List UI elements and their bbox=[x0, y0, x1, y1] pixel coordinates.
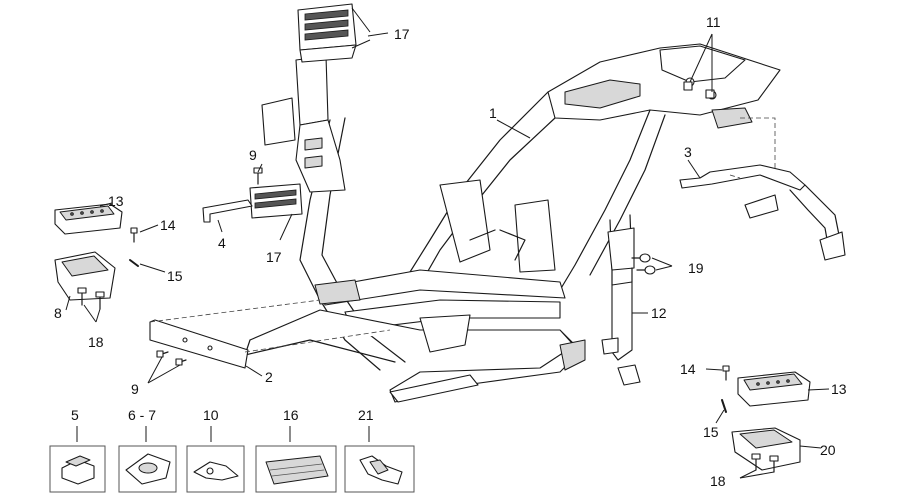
svg-text:21: 21 bbox=[358, 407, 374, 423]
svg-text:5: 5 bbox=[71, 407, 79, 423]
part-4-bracket bbox=[202, 199, 253, 223]
part-9-screw-upper bbox=[253, 167, 263, 185]
thumbnail-part-6-7: 6 - 7 bbox=[118, 407, 177, 493]
svg-text:6 - 7: 6 - 7 bbox=[128, 407, 156, 423]
callout-15-right: 15 bbox=[703, 424, 719, 440]
callout-18-left: 18 bbox=[88, 334, 104, 350]
callout-4: 4 bbox=[218, 235, 226, 251]
accessory-thumbnails: 5 6 - 7 10 16 bbox=[49, 407, 415, 493]
callout-20: 20 bbox=[820, 442, 836, 458]
callout-8: 8 bbox=[54, 305, 62, 321]
callout-2: 2 bbox=[265, 369, 273, 385]
part-15-left-pin bbox=[129, 259, 139, 267]
callout-3: 3 bbox=[684, 144, 692, 160]
svg-text:10: 10 bbox=[203, 407, 219, 423]
callout-14-right: 14 bbox=[680, 361, 696, 377]
thumbnail-part-5: 5 bbox=[49, 407, 106, 493]
head-tube-section bbox=[261, 55, 346, 193]
callout-15-left: 15 bbox=[167, 268, 183, 284]
part-17-lower-bearings bbox=[249, 183, 303, 219]
part-12-side-stand bbox=[601, 267, 641, 386]
part-14-right-screw bbox=[722, 365, 730, 381]
thumbnail-part-16: 16 bbox=[255, 407, 337, 493]
part-8-left-cover bbox=[54, 251, 116, 301]
svg-text:16: 16 bbox=[283, 407, 299, 423]
callout-17-upper: 17 bbox=[394, 26, 410, 42]
callout-12: 12 bbox=[651, 305, 667, 321]
callout-9-upper: 9 bbox=[249, 147, 257, 163]
callout-1: 1 bbox=[489, 105, 497, 121]
part-18-right-screws bbox=[751, 453, 779, 473]
part-19-screws bbox=[631, 253, 656, 275]
part-9-screws-lower bbox=[156, 350, 187, 366]
thumbnail-part-21: 21 bbox=[344, 407, 415, 493]
callout-11: 11 bbox=[706, 14, 721, 30]
thumbnail-part-10: 10 bbox=[186, 407, 245, 493]
part-2-lower-plate bbox=[149, 299, 391, 369]
callout-19: 19 bbox=[688, 260, 704, 276]
part-11-screws bbox=[683, 81, 715, 99]
part-13-left-footrest bbox=[54, 203, 123, 235]
part-3-rear-stand bbox=[679, 117, 846, 261]
callout-13-right: 13 bbox=[831, 381, 847, 397]
part-13-right-footrest bbox=[737, 371, 811, 407]
part-20-right-cover bbox=[731, 427, 801, 471]
part-15-right-pin bbox=[721, 399, 727, 413]
leader-lines bbox=[65, 7, 830, 479]
part-18-left-screws bbox=[77, 287, 105, 310]
part-14-left-screw bbox=[130, 227, 138, 243]
callout-18-right: 18 bbox=[710, 473, 726, 489]
callout-labels: 17 11 1 3 9 13 14 4 17 15 19 8 12 18 14 … bbox=[54, 14, 847, 489]
callout-9-lower: 9 bbox=[131, 381, 139, 397]
callout-13-left: 13 bbox=[108, 193, 124, 209]
callout-14-left: 14 bbox=[160, 217, 176, 233]
callout-17-lower: 17 bbox=[266, 249, 282, 265]
part-17-upper-bearings bbox=[297, 3, 357, 63]
main-frame bbox=[244, 43, 781, 403]
